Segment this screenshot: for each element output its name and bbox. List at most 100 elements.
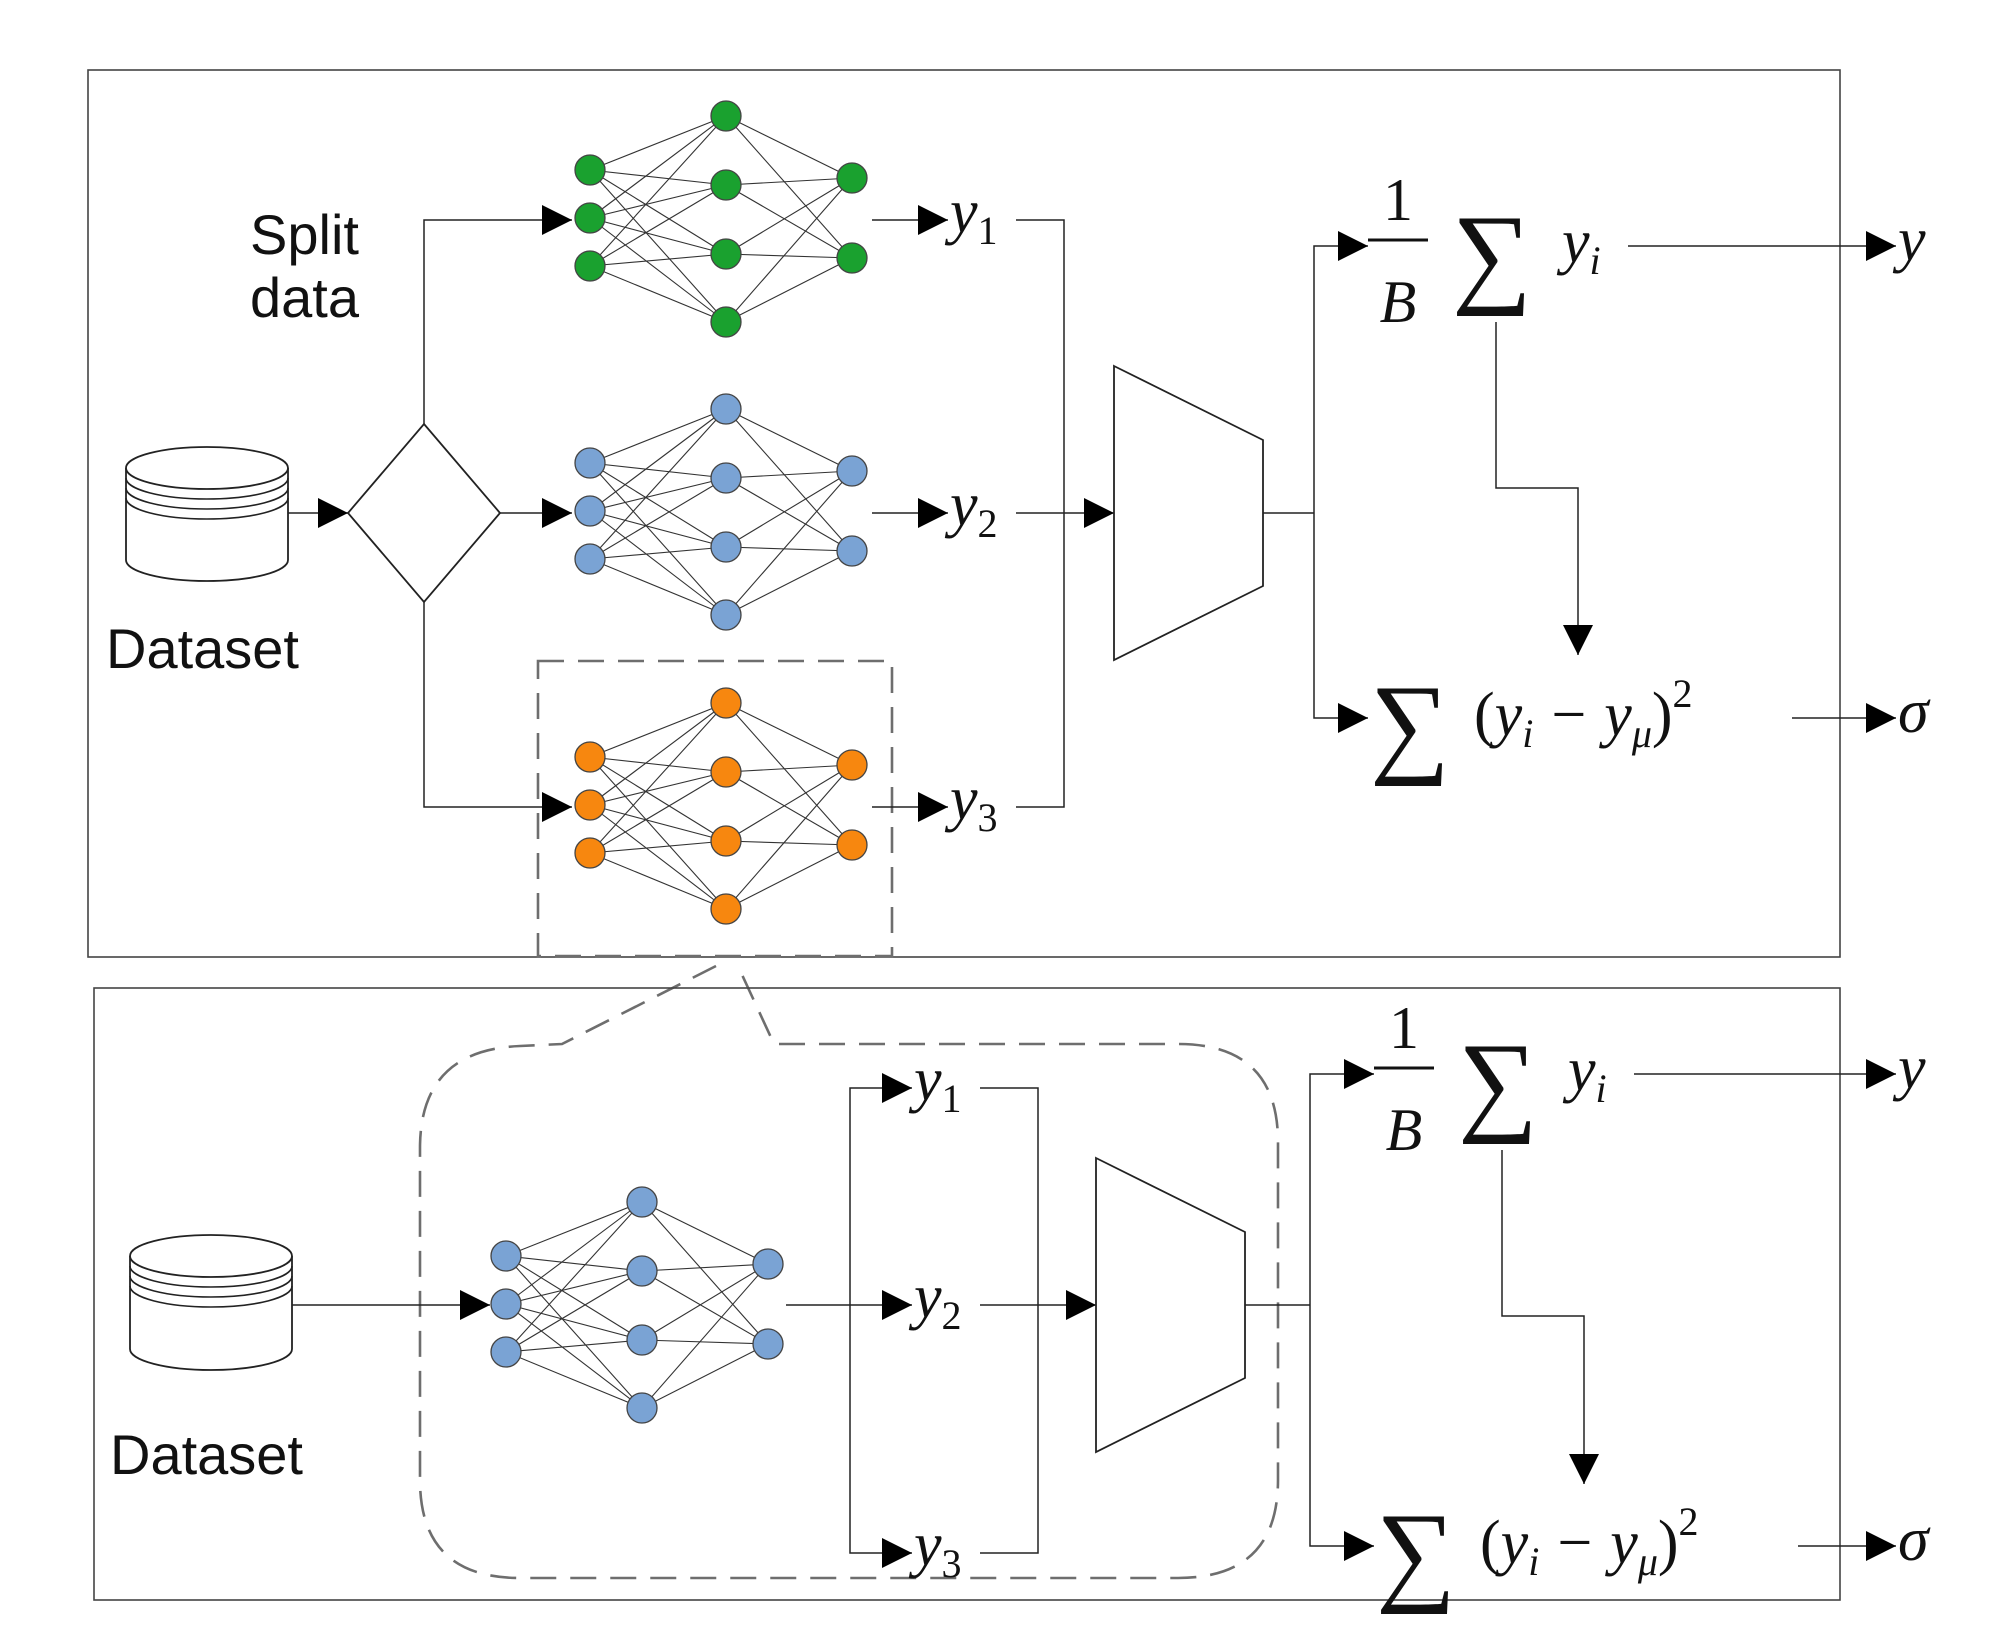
network-connection [725,408,853,472]
output-collector-bottom [980,1087,1039,1554]
network-connection [589,184,727,219]
network-node [574,202,606,234]
network-connection [589,115,727,219]
arrow-mean-to-variance-top [1495,322,1593,655]
network-node [710,599,742,631]
arrow-to-mean-bottom [1309,1059,1374,1305]
arrow-to-variance-top [1313,513,1368,733]
network-connection [589,169,727,255]
zoom-box [536,659,894,958]
network-node [574,741,606,773]
network-connection [725,844,853,910]
svg-text:y3: y3 [944,765,998,840]
network-connection [725,702,853,846]
mean-formula-bottom: 1 B ∑ yi [1374,995,1607,1163]
network-connection [589,852,727,910]
network-connection [725,177,853,186]
variance-formula-top: ∑ (yi−yμ)2 [1370,663,1693,787]
network-node [574,250,606,282]
network-node [752,1328,784,1360]
network-node [574,447,606,479]
network-connection [725,477,853,552]
network-connection [589,702,727,758]
network-connection [725,470,853,548]
network-connection [589,217,727,255]
network-node [710,687,742,719]
network-node [574,495,606,527]
network-node [574,837,606,869]
network-connection [725,764,853,910]
network-connection [589,756,727,773]
network-connection [641,1263,769,1409]
network-connection [725,764,853,842]
network-connection [725,771,853,846]
network-connection [589,184,727,267]
network-connection [725,550,853,616]
arrow-split-to-network-1 [423,205,572,424]
network-connection [725,470,853,616]
svg-text:∑: ∑ [1452,193,1532,317]
svg-text:1: 1 [1389,995,1419,1061]
network-node [710,306,742,338]
network-node [626,1324,658,1356]
dataset-label-top: Dataset [106,617,299,680]
network-connection [725,184,853,259]
svg-text:∑: ∑ [1458,1021,1538,1145]
network-node [710,893,742,925]
network-node [752,1248,784,1280]
network-connection [725,257,853,323]
network-connection [725,253,853,259]
arrow-to-y3-bottom [849,1305,912,1568]
output-y3-bottom: y3 [908,1511,962,1586]
output-sigma-top: σ [1898,678,1931,746]
network-node [836,455,868,487]
network-node [710,169,742,201]
network-connection [589,702,727,854]
network-node [836,535,868,567]
network-connection [589,408,727,560]
network-connection [505,1255,643,1272]
network-node [490,1336,522,1368]
network-connection [505,1255,643,1341]
output-y1-top: y1 [944,178,998,253]
network-connection [505,1201,643,1257]
dataset-label-bottom: Dataset [110,1423,303,1486]
network-connection [589,477,727,512]
network-node [710,756,742,788]
network-connection [589,558,727,616]
network-connection [589,169,727,323]
svg-text:∑: ∑ [1370,663,1450,787]
svg-text:yi: yi [1562,1036,1607,1111]
network-node [490,1288,522,1320]
network-node [836,162,868,194]
network-connection [505,1201,643,1305]
network-node [574,543,606,575]
network-node [836,242,868,274]
network-connection [641,1270,769,1345]
neural-network-bottom [490,1186,784,1424]
network-connection [589,510,727,616]
output-y1-bottom: y1 [908,1046,962,1121]
neural-network-1 [574,100,868,338]
arrow-to-y1-bottom [849,1073,912,1305]
network-connection [505,1270,643,1353]
network-connection [641,1339,769,1345]
network-node [574,154,606,186]
bottom-panel-frame [93,987,1841,1601]
network-node [626,1186,658,1218]
svg-text:(yi−yμ)2: (yi−yμ)2 [1480,1499,1699,1584]
dataset-cylinder-bottom [129,1234,293,1371]
aggregator-trapezoid-top [1113,364,1264,662]
network-node [710,393,742,425]
network-connection [725,470,853,479]
network-connection [725,546,853,552]
svg-text:yi: yi [1556,208,1601,283]
network-connection [589,408,727,512]
network-node [626,1255,658,1287]
output-y2-top: y2 [944,471,998,546]
network-connection [505,1351,643,1409]
output-y-top: y [1892,206,1926,274]
svg-text:∑: ∑ [1376,1491,1456,1615]
network-node [574,789,606,821]
network-connection [725,840,853,846]
